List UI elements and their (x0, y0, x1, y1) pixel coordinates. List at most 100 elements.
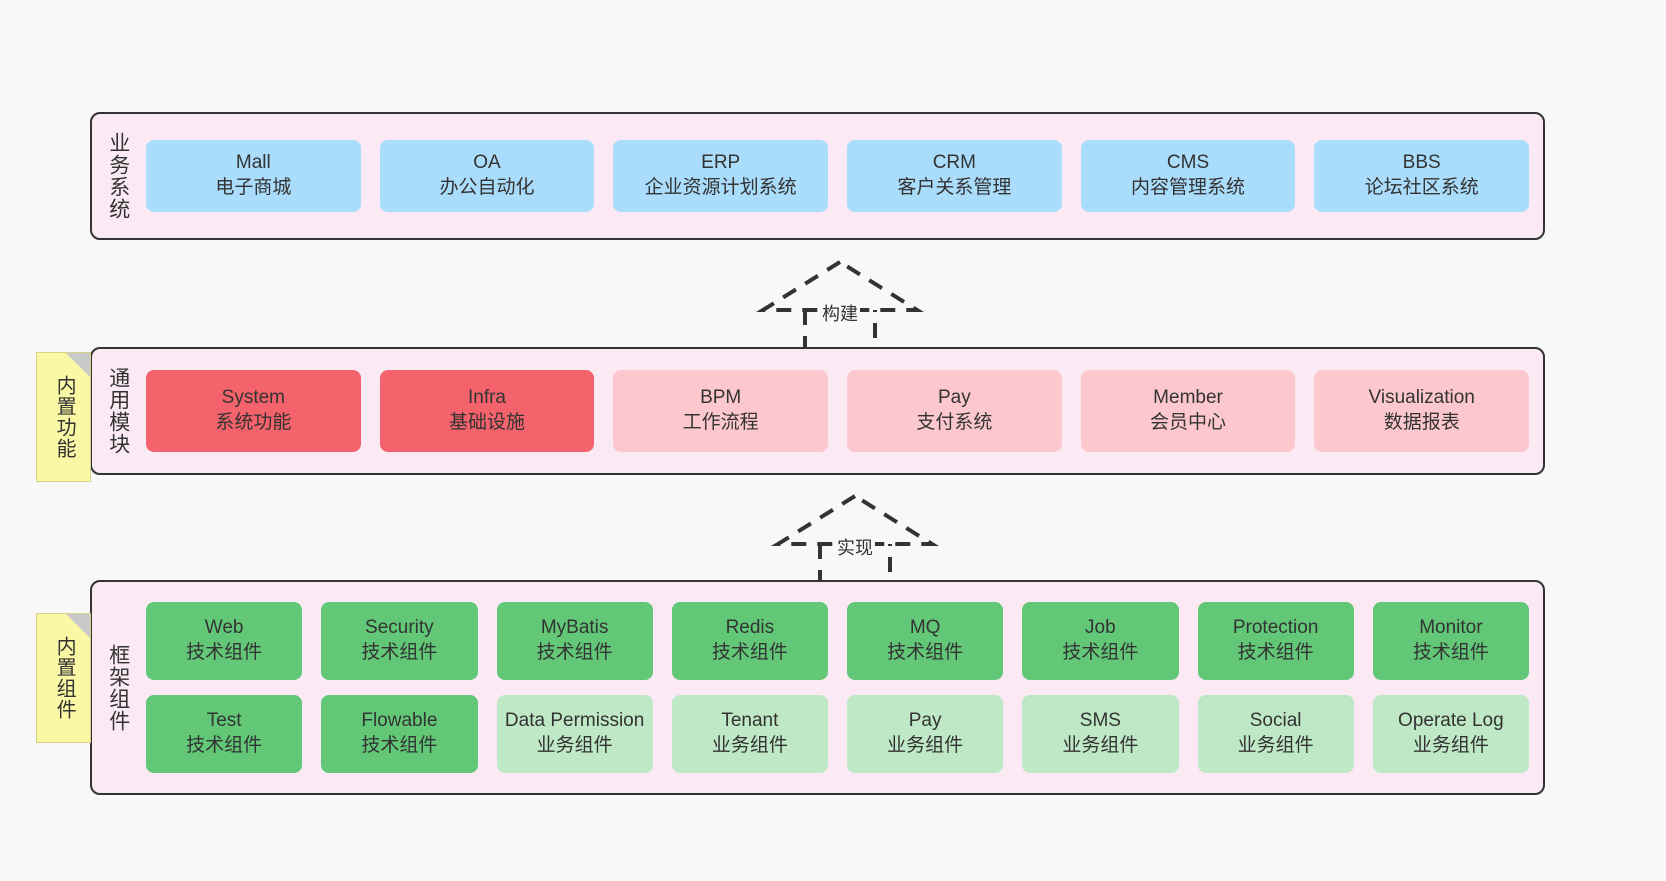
node-data-permission-name: Data Permission (504, 710, 645, 732)
framework-component-layer-body: Web 技术组件 Security 技术组件 MyBatis 技术组件 Redi… (144, 582, 1543, 793)
node-sms-desc: 业务组件 (1062, 735, 1139, 756)
node-visualization[interactable]: Visualization 数据报表 (1314, 370, 1530, 452)
node-system-desc: 系统功能 (215, 412, 292, 433)
node-redis-desc: 技术组件 (711, 642, 788, 663)
node-tenant-name: Tenant (721, 710, 779, 732)
business-system-layer-title: 业务系统 (106, 132, 130, 220)
node-oa-name: OA (473, 152, 501, 174)
business-system-layer-body: Mall 电子商城 OA 办公自动化 ERP 企业资源计划系统 CRM 客户关系… (144, 114, 1543, 238)
node-flowable-desc: 技术组件 (361, 735, 438, 756)
node-crm[interactable]: CRM 客户关系管理 (847, 140, 1062, 212)
node-system-name: System (221, 387, 286, 409)
node-web-desc: 技术组件 (186, 642, 263, 663)
arrow-build-label: 构建 (820, 300, 860, 326)
common-module-layer-title: 通用模块 (106, 367, 130, 455)
node-redis[interactable]: Redis 技术组件 (671, 602, 828, 680)
node-member-name: Member (1153, 387, 1223, 409)
common-module-layer: 通用模块 System 系统功能 Infra 基础设施 BPM 工作流程 Pay… (90, 347, 1545, 475)
common-module-row: System 系统功能 Infra 基础设施 BPM 工作流程 Pay 支付系统… (146, 370, 1530, 452)
node-operate-log-desc: 业务组件 (1412, 735, 1489, 756)
business-system-layer: 业务系统 Mall 电子商城 OA 办公自动化 ERP 企业资源计划系统 CRM… (90, 112, 1545, 240)
framework-tech-row: Web 技术组件 Security 技术组件 MyBatis 技术组件 Redi… (146, 602, 1529, 680)
node-security[interactable]: Security 技术组件 (321, 602, 478, 680)
node-erp[interactable]: ERP 企业资源计划系统 (613, 140, 829, 212)
node-erp-name: ERP (701, 152, 741, 174)
node-pay-module[interactable]: Pay 支付系统 (847, 370, 1062, 452)
node-monitor-desc: 技术组件 (1412, 642, 1489, 663)
node-mq-desc: 技术组件 (887, 642, 964, 663)
node-erp-desc: 企业资源计划系统 (644, 177, 797, 198)
node-bpm-desc: 工作流程 (682, 412, 759, 433)
node-tenant-desc: 业务组件 (711, 735, 788, 756)
node-visualization-desc: 数据报表 (1383, 412, 1460, 433)
node-job-desc: 技术组件 (1062, 642, 1139, 663)
note-builtin-features[interactable]: 内置功能 (36, 352, 91, 482)
framework-component-layer: 框架组件 Web 技术组件 Security 技术组件 MyBatis 技术组件… (90, 580, 1545, 795)
node-infra-name: Infra (467, 387, 507, 409)
node-pay-component-desc: 业务组件 (887, 735, 964, 756)
node-data-permission-desc: 业务组件 (536, 735, 613, 756)
node-protection-desc: 技术组件 (1237, 642, 1314, 663)
node-mybatis[interactable]: MyBatis 技术组件 (496, 602, 653, 680)
node-cms-name: CMS (1166, 152, 1210, 174)
node-sms-name: SMS (1079, 710, 1121, 732)
node-cms[interactable]: CMS 内容管理系统 (1080, 140, 1296, 212)
node-cms-desc: 内容管理系统 (1131, 177, 1246, 198)
node-mall[interactable]: Mall 电子商城 (146, 140, 361, 212)
node-job-name: Job (1085, 617, 1116, 639)
node-member-desc: 会员中心 (1150, 412, 1227, 433)
node-bbs-name: BBS (1402, 152, 1441, 174)
node-bpm[interactable]: BPM 工作流程 (613, 370, 829, 452)
node-pay-module-name: Pay (937, 387, 971, 409)
business-system-row: Mall 电子商城 OA 办公自动化 ERP 企业资源计划系统 CRM 客户关系… (146, 140, 1530, 212)
node-crm-name: CRM (932, 152, 976, 174)
framework-business-row: Test 技术组件 Flowable 技术组件 Data Permission … (146, 695, 1529, 773)
node-pay-module-desc: 支付系统 (916, 412, 993, 433)
node-mall-name: Mall (235, 152, 271, 174)
node-mybatis-name: MyBatis (540, 617, 609, 639)
common-module-layer-body: System 系统功能 Infra 基础设施 BPM 工作流程 Pay 支付系统… (144, 349, 1543, 473)
node-flowable[interactable]: Flowable 技术组件 (321, 695, 478, 773)
node-bbs[interactable]: BBS 论坛社区系统 (1314, 140, 1530, 212)
arrow-realize-label: 实现 (835, 534, 875, 560)
node-infra[interactable]: Infra 基础设施 (379, 370, 595, 452)
node-flowable-name: Flowable (361, 710, 438, 732)
node-mall-desc: 电子商城 (215, 177, 292, 198)
node-data-permission[interactable]: Data Permission 业务组件 (496, 695, 653, 773)
node-security-desc: 技术组件 (361, 642, 438, 663)
node-pay-component[interactable]: Pay 业务组件 (847, 695, 1004, 773)
node-protection-name: Protection (1232, 617, 1319, 639)
node-pay-component-name: Pay (908, 710, 942, 732)
node-tenant[interactable]: Tenant 业务组件 (671, 695, 828, 773)
node-infra-desc: 基础设施 (449, 412, 526, 433)
node-social-desc: 业务组件 (1237, 735, 1314, 756)
framework-component-layer-title: 框架组件 (106, 643, 130, 732)
node-test-name: Test (206, 710, 242, 732)
node-oa[interactable]: OA 办公自动化 (379, 140, 595, 212)
arrow-realize: 实现 (770, 492, 940, 592)
node-monitor-name: Monitor (1419, 617, 1483, 639)
node-protection[interactable]: Protection 技术组件 (1197, 602, 1354, 680)
node-social[interactable]: Social 业务组件 (1197, 695, 1354, 773)
node-visualization-name: Visualization (1368, 387, 1475, 409)
node-monitor[interactable]: Monitor 技术组件 (1372, 602, 1529, 680)
node-mybatis-desc: 技术组件 (536, 642, 613, 663)
node-job[interactable]: Job 技术组件 (1022, 602, 1179, 680)
node-web[interactable]: Web 技术组件 (146, 602, 303, 680)
node-oa-desc: 办公自动化 (439, 177, 535, 198)
node-test[interactable]: Test 技术组件 (146, 695, 303, 773)
node-operate-log[interactable]: Operate Log 业务组件 (1372, 695, 1529, 773)
node-crm-desc: 客户关系管理 (897, 177, 1012, 198)
node-sms[interactable]: SMS 业务组件 (1022, 695, 1179, 773)
node-bbs-desc: 论坛社区系统 (1364, 177, 1479, 198)
note-builtin-components[interactable]: 内置组件 (36, 613, 91, 743)
node-mq[interactable]: MQ 技术组件 (847, 602, 1004, 680)
node-member[interactable]: Member 会员中心 (1080, 370, 1296, 452)
node-bpm-name: BPM (700, 387, 742, 409)
node-security-name: Security (365, 617, 434, 639)
node-test-desc: 技术组件 (186, 735, 263, 756)
arrow-build: 构建 (755, 258, 925, 358)
node-redis-name: Redis (725, 617, 775, 639)
node-system[interactable]: System 系统功能 (146, 370, 361, 452)
node-social-name: Social (1249, 710, 1302, 732)
